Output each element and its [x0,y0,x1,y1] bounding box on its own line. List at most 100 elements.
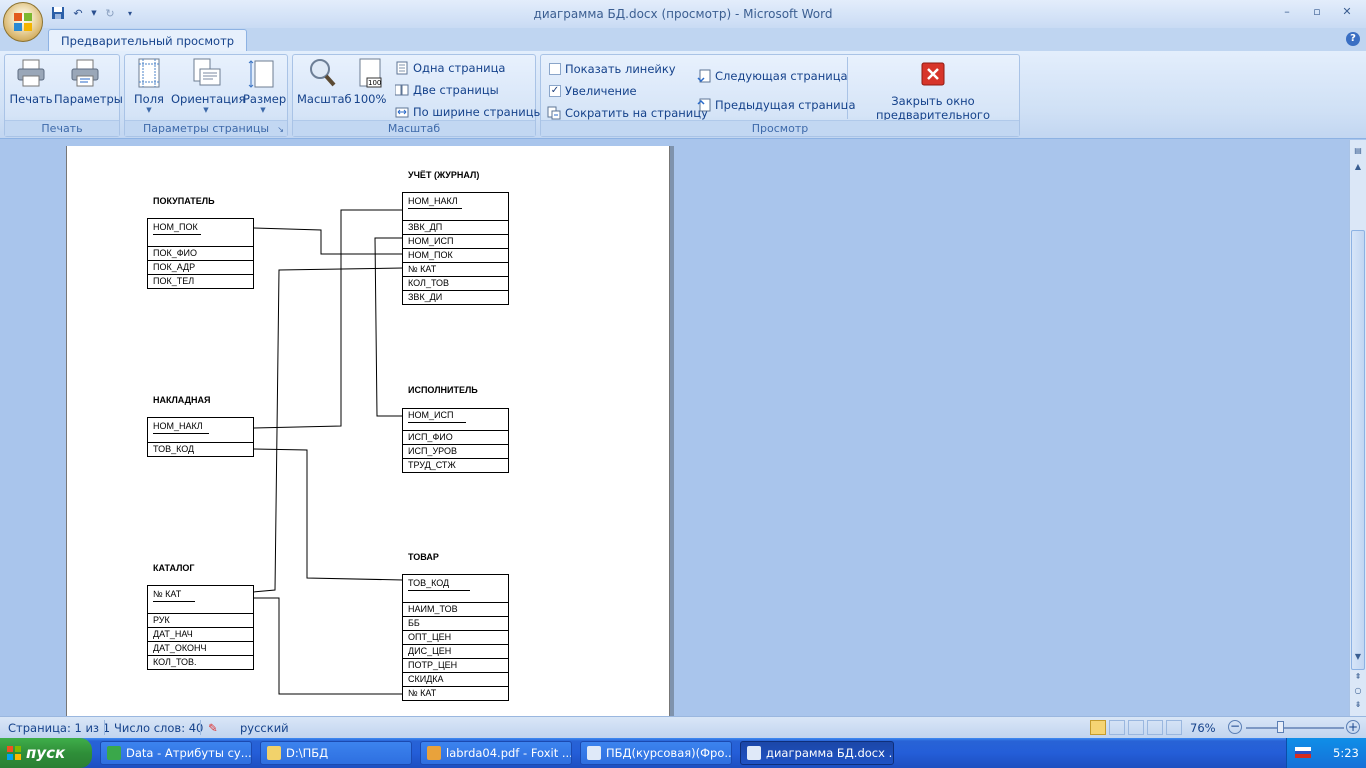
entity-invoice-key: НОМ_НАКЛ [148,418,253,442]
entity-catalog-field: РУК [148,613,253,627]
entity-journal-field: КОЛ_ТОВ [403,276,508,290]
scroll-down-icon[interactable]: ▼ [1354,652,1362,661]
taskbar-item-active[interactable]: диаграмма БД.docx ... [740,741,894,765]
page-setup-launcher-icon[interactable]: ↘ [277,125,284,134]
entity-catalog-field: ДАТ_ОКОНЧ [148,641,253,655]
ruler-toggle-icon[interactable]: ▤ [1354,146,1362,155]
tab-print-preview[interactable]: Предварительный просмотр [48,29,248,52]
select-browse-object-icon[interactable]: ○ [1354,686,1362,695]
link-journal-executor [374,237,403,417]
entity-goods-title: ТОВАР [408,552,439,562]
proofing-icon[interactable]: ✎ [208,721,218,735]
entity-buyer-field: ПОК_ФИО [148,246,253,260]
prev-page-button[interactable]: Предыдущая страница [697,98,856,112]
help-icon[interactable]: ? [1346,32,1360,46]
entity-invoice-field: ТОВ_КОД [148,442,253,456]
customize-qat-icon[interactable]: ▾ [127,8,132,18]
print-layout-view-icon[interactable] [1090,720,1106,735]
draft-view-icon[interactable] [1166,720,1182,735]
taskbar-item[interactable]: ПБД(курсовая)(Фро... [580,741,732,765]
document-page[interactable]: ПОКУПАТЕЛЬ НОМ_ПОК ПОК_ФИО ПОК_АДР ПОК_Т… [66,146,670,718]
taskbar-item[interactable]: labrda04.pdf - Foxit ... [420,741,572,765]
zoom-button[interactable]: Масштаб [297,57,352,106]
save-icon[interactable] [50,5,66,21]
status-separator [104,720,105,735]
taskbar-item-label: D:\ПБД [286,746,329,760]
previous-object-icon[interactable]: ⇞ [1354,672,1362,681]
orientation-button[interactable]: Ориентация ▼ [171,57,245,114]
entity-journal-field: № КАТ [403,262,508,276]
entity-goods-field: ОПТ_ЦЕН [403,630,508,644]
zoom-slider-track[interactable] [1246,727,1344,729]
minimize-button[interactable]: – [1284,5,1290,18]
prev-page-label: Предыдущая страница [715,98,856,112]
full-screen-reading-view-icon[interactable] [1109,720,1125,735]
print-options-button[interactable]: Параметры [54,57,123,106]
page-width-button[interactable]: По ширине страницы [395,105,543,119]
shrink-one-page-button[interactable]: Сократить на страницу [547,106,708,120]
size-button[interactable]: Размер ▼ [243,57,286,114]
close-window-button[interactable]: ✕ [1342,5,1352,18]
two-pages-label: Две страницы [413,83,499,97]
next-page-button[interactable]: Следующая страница [697,69,848,83]
entity-goods-field: НАИМ_ТОВ [403,602,508,616]
zoom-slider-thumb[interactable] [1277,721,1284,733]
entity-executor: НОМ_ИСП ИСП_ФИО ИСП_УРОВ ТРУД_СТЖ [402,408,509,473]
language-flag-icon[interactable] [1295,747,1311,758]
taskbar: пуск Data - Атрибуты су... D:\ПБД labrda… [0,738,1366,768]
scroll-up-icon[interactable]: ▲ [1354,162,1362,171]
entity-journal: НОМ_НАКЛ ЗВК_ДП НОМ_ИСП НОМ_ПОК № КАТ КО… [402,192,509,305]
group-print: Печать Параметры Печать [4,54,123,137]
redo-icon[interactable]: ↻ [105,6,115,20]
office-button[interactable] [3,2,43,42]
group-preview: Показать линейку ✓ Увеличение Сократить … [540,54,1020,137]
status-language[interactable]: русский [240,721,289,735]
link-catalog-goods [253,597,403,695]
start-button[interactable]: пуск [0,738,92,768]
entity-goods-field: ДИС_ЦЕН [403,644,508,658]
entity-buyer-key-text: НОМ_ПОК [153,222,198,232]
undo-dropdown-icon[interactable]: ▼ [91,9,97,17]
show-ruler-checkbox[interactable]: Показать линейку [549,62,676,76]
entity-catalog-key-text: № КАТ [153,589,182,599]
zoom-level[interactable]: 76% [1190,721,1216,735]
one-page-button[interactable]: Одна страница [395,61,505,75]
word-document-icon [747,746,761,760]
zoom-out-icon[interactable]: − [1228,719,1242,734]
entity-invoice: НОМ_НАКЛ ТОВ_КОД [147,417,254,457]
entity-goods-field: № КАТ [403,686,508,700]
next-page-label: Следующая страница [715,69,848,83]
entity-executor-key: НОМ_ИСП [403,409,508,430]
clock[interactable]: 5:23 [1333,746,1359,760]
taskbar-item[interactable]: Data - Атрибуты су... [100,741,252,765]
status-word-count[interactable]: Число слов: 40 [114,721,204,735]
shrink-label: Сократить на страницу [565,106,708,120]
print-button[interactable]: Печать [8,57,54,106]
scroll-thumb[interactable] [1351,230,1365,670]
folder-icon [267,746,281,760]
next-object-icon[interactable]: ⇟ [1354,700,1362,709]
two-pages-button[interactable]: Две страницы [394,83,499,97]
vertical-scrollbar[interactable]: ▤ ▲ ▼ ⇞ ○ ⇟ [1349,140,1366,716]
printer-settings-icon [69,57,101,89]
entity-journal-field: ЗВК_ДП [403,220,508,234]
entity-goods-field: СКИДКА [403,672,508,686]
link-buyer-journal [252,227,403,255]
web-layout-view-icon[interactable] [1128,720,1144,735]
entity-executor-key-text: НОМ_ИСП [408,410,454,420]
undo-icon[interactable]: ↶ [73,6,83,20]
office-logo-icon [14,13,32,31]
taskbar-item[interactable]: D:\ПБД [260,741,412,765]
status-page[interactable]: Страница: 1 из 1 [8,721,111,735]
zoom-100-button[interactable]: 100 100% [351,57,389,106]
page-width-label: По ширине страницы [413,105,543,119]
magnifier-checkbox[interactable]: ✓ Увеличение [549,84,637,98]
entity-journal-key: НОМ_НАКЛ [403,193,508,220]
restore-button[interactable]: ▫ [1313,5,1321,18]
taskbar-item-label: ПБД(курсовая)(Фро... [606,746,732,760]
margins-button[interactable]: Поля ▼ [129,57,169,114]
zoom-in-icon[interactable]: + [1346,720,1360,734]
printer-icon [15,57,47,89]
size-dropdown-icon: ▼ [260,106,266,114]
outline-view-icon[interactable] [1147,720,1163,735]
